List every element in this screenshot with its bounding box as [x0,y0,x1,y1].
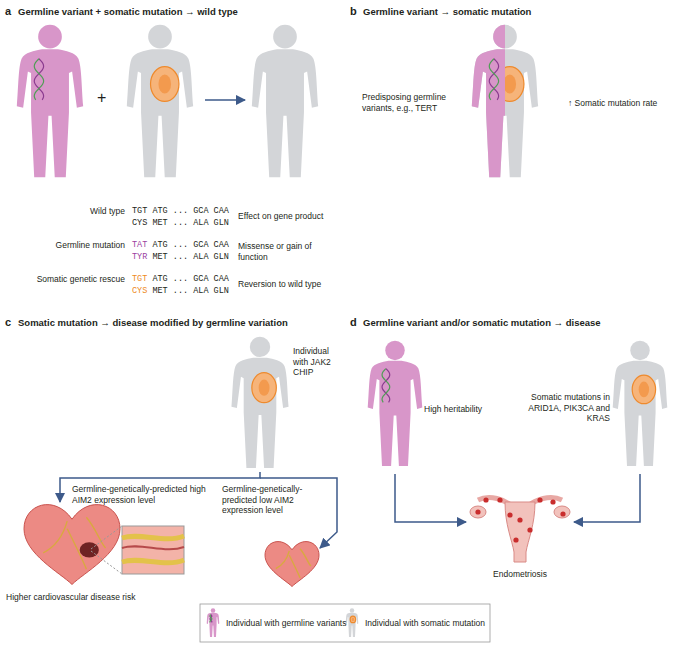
split-figure-clip [472,25,505,177]
artery-inset [122,526,184,574]
codon-text: MET ... ALA GLN [152,252,229,263]
annotation-text: Endometriosis [470,569,570,580]
codon-text: TGT [132,206,147,217]
annotation-text: Somatic mutations in ARID1A, PIK3CA and … [518,392,610,424]
uterus [470,497,570,562]
germline-figure [17,25,83,177]
panel-title: Somatic mutation → disease modified by g… [18,317,288,329]
legend-germline-figure [207,608,220,637]
codon-text: TYR [132,252,147,263]
annotation-text: ↑ Somatic mutation rate [568,98,673,109]
codon-text: ATG ... GCA CAA [152,206,229,217]
merge-arrow-right [574,474,640,522]
panel-letter: d [350,316,357,330]
panel-letter: c [5,316,11,330]
codon-text: MET ... ALA GLN [152,218,229,229]
somatic-figure [127,25,193,177]
annotation-text: Wild type [3,206,125,217]
codon-text: TAT [132,240,147,251]
legend-text: Individual with germline variants [226,618,346,629]
heritability-figure [368,341,423,466]
somatic-mutation-figure [613,341,668,466]
codon-text: CYS [132,286,147,297]
annotation-text: High heritability [424,404,504,415]
wildtype-figure [252,25,318,177]
annotation-text: Individual with JAK2 CHIP [293,346,345,378]
arrow [205,99,245,101]
codon-text: ATG ... GCA CAA [152,274,229,285]
split-figure-germline [472,25,505,177]
panel-letter: a [5,5,11,19]
chip-figure [231,337,288,468]
annotation-text: Higher cardiovascular disease risk [6,592,136,603]
annotation-text: Predisposing germline variants, e.g., TE… [362,92,467,113]
annotation-text: + [97,88,106,108]
annotation-text: Germline-genetically-predicted high AIM2… [72,484,222,505]
heart-low-risk [265,542,319,587]
annotation-text: Germline mutation [3,240,125,251]
annotation-text: Somatic genetic rescue [3,274,125,285]
annotation-text: Reversion to wild type [238,279,342,290]
merge-arrow-left [395,474,466,522]
panel-title: Germline variant and/or somatic mutation… [363,317,601,329]
annotation-text: Germline-genetically-predicted low AIM2 … [222,484,332,516]
legend-somatic-figure [346,608,359,637]
heart-high-risk [24,505,120,585]
codon-text: MET ... ALA GLN [152,286,229,297]
legend-box [200,604,490,642]
annotation-text: Effect on gene product [238,211,342,222]
codon-text: CYS [132,218,147,229]
codon-text: ATG ... GCA CAA [152,240,229,251]
zoom-lines [91,526,122,574]
codon-text: TGT [132,274,147,285]
annotation-text: Missense or gain of function [238,241,342,262]
legend-text: Individual with somatic mutation [365,618,485,629]
panel-title: Germline variant → somatic mutation [363,6,531,18]
panel-letter: b [350,5,357,19]
panel-title: Germline variant + somatic mutation → wi… [18,6,238,18]
split-figure-somatic [472,25,538,177]
